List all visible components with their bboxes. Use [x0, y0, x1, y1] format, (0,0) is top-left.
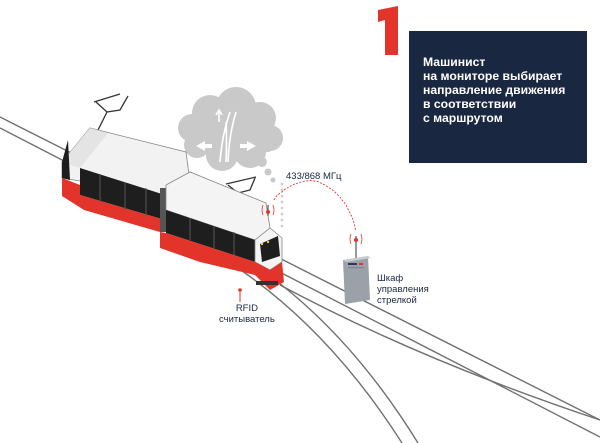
- direction-arrows-icon: [196, 141, 256, 151]
- antenna-icon: [261, 204, 275, 216]
- switch-cabinet-icon: [343, 256, 371, 304]
- cabinet-antenna-icon: [349, 233, 363, 258]
- info-line: Машинист: [423, 55, 486, 69]
- cabinet-label-line: управления: [377, 284, 429, 295]
- info-line: в соответствии: [423, 97, 517, 111]
- info-line: направление движения: [423, 83, 566, 97]
- cabinet-label-line: Шкаф: [377, 273, 404, 284]
- track-switch-icon: [215, 108, 237, 163]
- info-line: на мониторе выбирает: [423, 69, 563, 83]
- frequency-label: 433/868 МГц: [286, 171, 342, 182]
- step-number-badge: 1: [372, 0, 398, 55]
- thought-cloud-icon: [178, 87, 283, 183]
- rfid-label-line: RFID: [235, 303, 258, 314]
- rfid-reader-label: RFID считыватель: [219, 303, 275, 325]
- radio-wave-icon: [273, 180, 357, 232]
- info-box: Машинист на мониторе выбирает направлени…: [409, 31, 587, 163]
- signal-dots: [280, 182, 284, 228]
- cabinet-label: Шкаф управления стрелкой: [377, 273, 429, 306]
- info-line: с маршрутом: [423, 111, 503, 125]
- rfid-label-line: считыватель: [219, 314, 275, 325]
- cabinet-label-line: стрелкой: [377, 295, 417, 306]
- step-number-text: 1: [372, 0, 373, 1]
- tram-icon: [61, 93, 284, 290]
